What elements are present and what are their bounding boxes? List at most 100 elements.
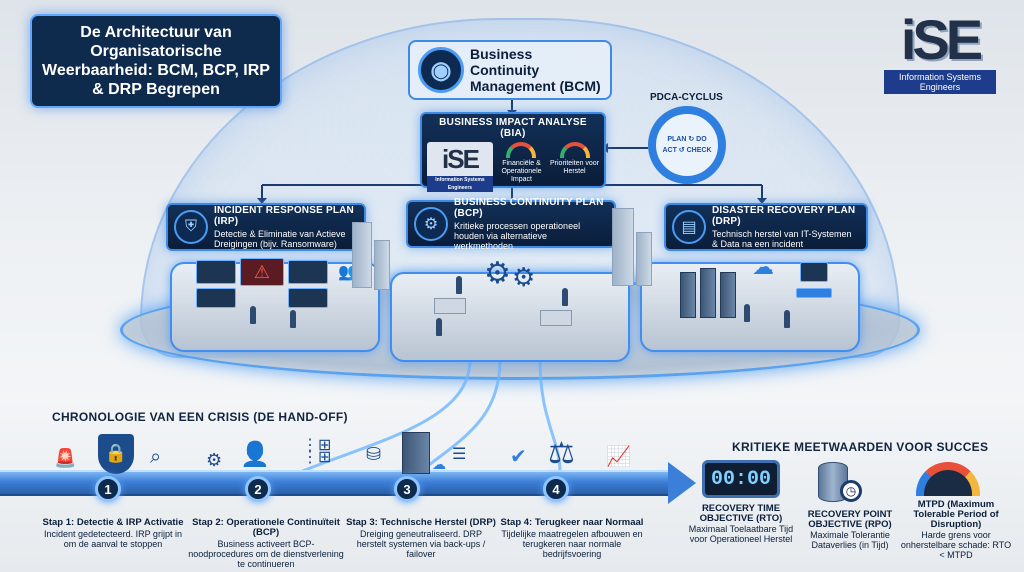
- gear-icon: ⚙: [512, 262, 536, 292]
- server-icon: ▤: [672, 210, 706, 244]
- irp-desc: Detectie & Eliminatie van Actieve Dreigi…: [214, 229, 346, 249]
- timeline-arrow: [668, 462, 696, 504]
- bia-panel: BUSINESS IMPACT ANALYSE (BIA) iSE Informa…: [420, 112, 606, 192]
- step-node-3: 3: [394, 476, 420, 502]
- growth-chart-icon: 📈: [606, 446, 631, 468]
- person: [562, 288, 568, 306]
- person: [250, 306, 256, 324]
- bia-title: BUSINESS IMPACT ANALYSE (BIA): [439, 117, 587, 139]
- warning-icon: ⚠: [253, 262, 271, 282]
- bia-logo-sub: Information Systems Engineers: [427, 176, 493, 192]
- arrowhead: [757, 198, 767, 204]
- irp-panel: ⛨ INCIDENT RESPONSE PLAN (IRP)Detectie &…: [166, 203, 366, 251]
- gauge1-label: Financiële & Operationele Impact: [501, 160, 542, 183]
- step-2-title: Stap 2: Operationele Continuïteit (BCP): [192, 517, 340, 538]
- bcp-panel: ⚙ BUSINESS CONTINUITY PLAN (BCP)Kritieke…: [406, 197, 616, 251]
- rto-desc: Maximaal Toelaatbare Tijd voor Operation…: [688, 524, 794, 544]
- building: [374, 240, 390, 290]
- flowchart-icon: ⋮⊞⋮⊞: [302, 437, 332, 466]
- pdca-check: CHECK: [686, 147, 712, 154]
- building: [636, 232, 652, 286]
- alert-monitor: ⚠: [240, 258, 284, 286]
- rpo-title: RECOVERY POINT OBJECTIVE (RPO): [807, 509, 893, 530]
- mtpd-metric: MTPD (Maximum Tolerable Period of Disrup…: [900, 499, 1012, 561]
- cloud-icon: ☁: [432, 456, 446, 472]
- step-4-desc: Tijdelijke maatregelen afbouwen en terug…: [501, 529, 643, 559]
- step-1-desc: Incident gedetecteerd. IRP grijpt in om …: [44, 529, 182, 549]
- step-1-title: Stap 1: Detectie & IRP Activatie: [42, 517, 184, 528]
- checkmark-icon: ✔: [510, 446, 527, 468]
- impact-gauge: Financiële & Operationele Impact: [497, 142, 546, 184]
- drp-desc: Technisch herstel van IT-Systemen & Data…: [712, 229, 852, 249]
- database-icon: ⛁: [366, 444, 382, 464]
- step-2: Stap 2: Operationele Continuïteit (BCP)B…: [188, 517, 344, 570]
- progress-bar: [796, 288, 832, 298]
- monitor: [196, 288, 236, 308]
- arrowhead: [257, 198, 267, 204]
- logo-mark: iSE: [900, 8, 983, 71]
- step-node-2: 2: [245, 476, 271, 502]
- monitor: [288, 260, 328, 284]
- mtpd-desc: Harde grens voor onherstelbare schade: R…: [900, 530, 1012, 560]
- desk: [434, 298, 466, 314]
- light-stream: [299, 359, 472, 474]
- bcp-title: BUSINESS CONTINUITY PLAN (BCP): [454, 197, 604, 219]
- gears-icon: ⚙: [414, 207, 448, 241]
- rpo-metric: RECOVERY POINT OBJECTIVE (RPO)Maximale T…: [798, 509, 902, 551]
- brain-icon: ◉: [418, 47, 464, 93]
- step-3: Stap 3: Technische Herstel (DRP)Dreiging…: [346, 517, 496, 560]
- page-title: De Architectuur van Organisatorische Wee…: [30, 14, 282, 108]
- step-node-4: 4: [543, 476, 569, 502]
- light-stream: [538, 359, 562, 473]
- step-3-desc: Dreiging geneutraliseerd. DRP herstelt s…: [356, 529, 486, 559]
- ise-shield-icon: ⛨: [174, 210, 208, 244]
- gauge-icon: [559, 142, 590, 158]
- monitor: [288, 288, 328, 308]
- list-icon: ☰: [452, 446, 467, 463]
- step-4-title: Stap 4: Terugkeer naar Normaal: [500, 517, 644, 528]
- light-stream: [419, 359, 502, 474]
- logo-subtitle: Information Systems Engineers: [884, 70, 996, 94]
- chronology-title: CHRONOLOGIE VAN EEN CRISIS (DE HAND-OFF): [52, 410, 348, 424]
- monitor: [800, 262, 828, 282]
- building: [352, 222, 372, 288]
- priority-gauge: Prioriteiten voor Herstel: [550, 142, 599, 176]
- bia-logo-mark: iSE: [442, 144, 480, 174]
- bia-logo: iSE Information Systems Engineers: [427, 142, 493, 192]
- drp-title: DISASTER RECOVERY PLAN (DRP): [712, 205, 856, 227]
- bcp-platform: [390, 272, 630, 362]
- person: [456, 276, 462, 294]
- scale-icon: ⚖: [548, 437, 575, 470]
- drp-panel: ▤ DISASTER RECOVERY PLAN (DRP)Technisch …: [664, 203, 868, 251]
- step-3-title: Stap 3: Technische Herstel (DRP): [346, 517, 496, 528]
- rto-title: RECOVERY TIME OBJECTIVE (RTO): [699, 503, 783, 524]
- mtpd-title: MTPD (Maximum Tolerable Period of Disrup…: [913, 499, 999, 530]
- bcm-box: ◉ Business Continuity Management (BCM): [408, 40, 612, 100]
- rpo-desc: Maximale Tolerantie Dataverlies (in Tijd…: [810, 530, 890, 550]
- lock-shield-icon: 🔒: [98, 434, 134, 474]
- irp-title: INCIDENT RESPONSE PLAN (IRP): [214, 205, 354, 227]
- bcp-desc: Kritieke processen operationeel houden v…: [454, 221, 581, 251]
- pdca-cycle: PLAN ↻ DO ACT ↺ CHECK: [648, 106, 726, 184]
- monitor: [196, 260, 236, 284]
- manager-icon: 👤: [240, 441, 270, 468]
- server-icon: [402, 432, 430, 474]
- person: [290, 310, 296, 328]
- cloud-icon: ☁: [752, 254, 774, 279]
- rto-metric: RECOVERY TIME OBJECTIVE (RTO)Maximaal To…: [686, 503, 796, 545]
- desk: [540, 310, 572, 326]
- building: [612, 208, 634, 286]
- server-rack: [720, 272, 736, 318]
- rto-clock: 00:00: [702, 460, 780, 498]
- person: [436, 318, 442, 336]
- bcm-label: Business Continuity Management (BCM): [470, 46, 601, 94]
- pdca-act: ACT: [662, 147, 677, 154]
- gear-icon: ⚙: [484, 257, 511, 290]
- ise-logo: iSE Information Systems Engineers: [884, 12, 996, 94]
- clock-icon: ◷: [840, 480, 862, 502]
- search-icon: ⌕: [150, 446, 162, 468]
- step-node-1: 1: [95, 476, 121, 502]
- step-2-desc: Business activeert BCP-noodprocedures om…: [188, 539, 344, 569]
